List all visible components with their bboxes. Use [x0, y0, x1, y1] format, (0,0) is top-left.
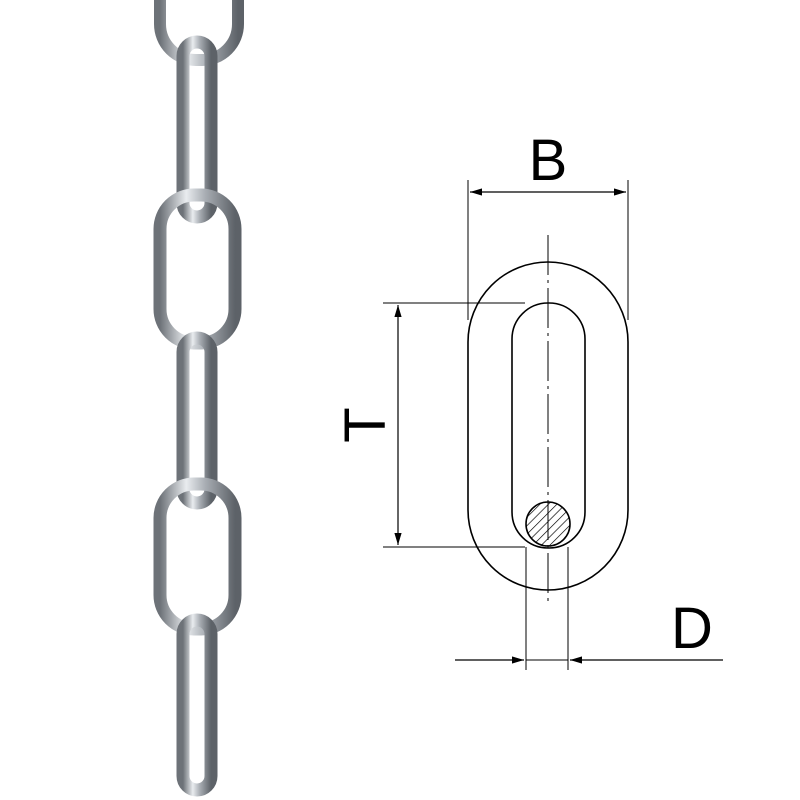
chain-link-side-3	[176, 613, 218, 797]
dimension-d	[455, 547, 723, 670]
chain-link-top-partial	[154, 0, 244, 66]
label-b: B	[529, 128, 568, 193]
dimension-b	[467, 180, 629, 320]
wire-section	[525, 501, 571, 547]
chain-link-side-2	[176, 331, 218, 510]
label-d: D	[671, 596, 713, 661]
dimension-t	[383, 302, 525, 548]
chain-link-front-2	[153, 477, 242, 636]
label-t: T	[333, 407, 398, 442]
chain-link-side-1	[176, 35, 218, 224]
link-drawing	[467, 235, 629, 606]
chain-photo	[153, 0, 244, 797]
